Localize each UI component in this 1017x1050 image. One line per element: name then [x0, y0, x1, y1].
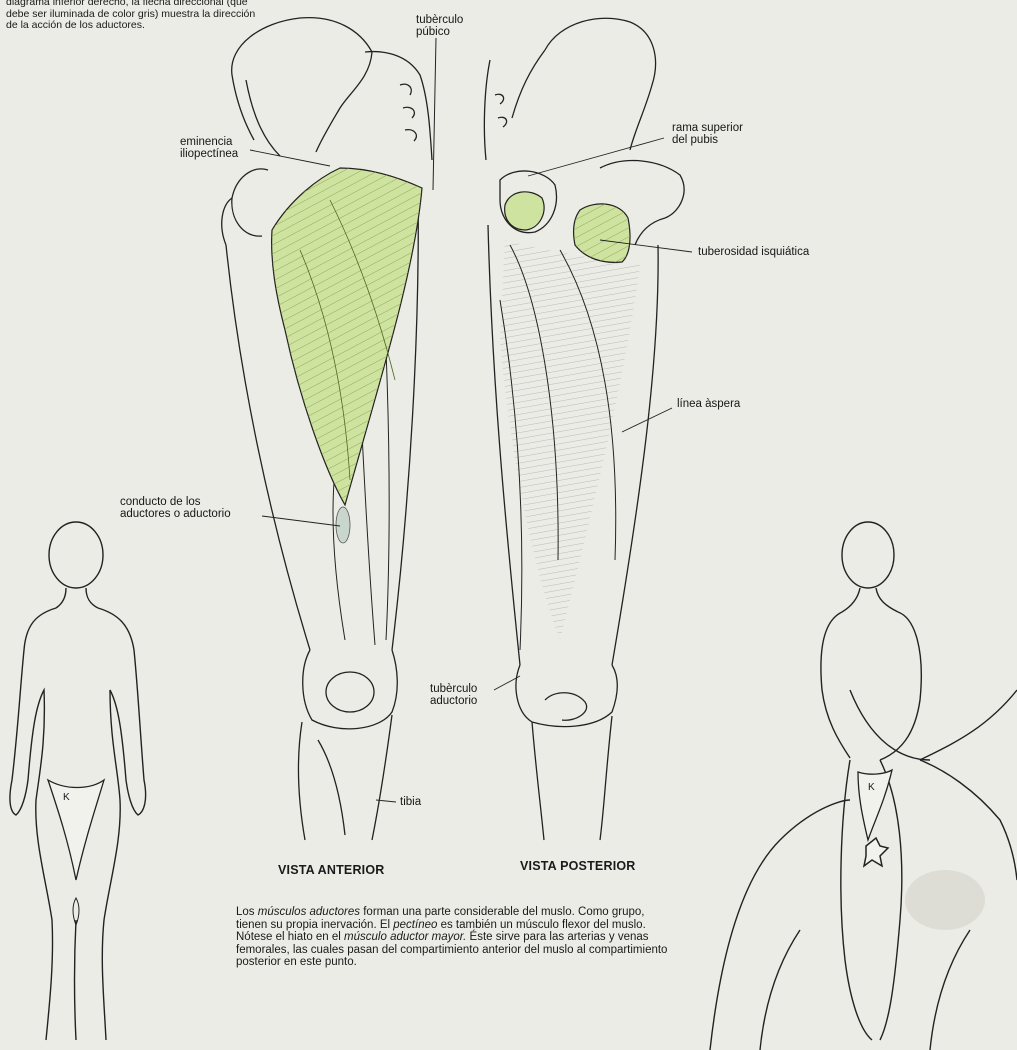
label-line: eminencia [180, 136, 238, 148]
midline [433, 38, 436, 190]
posterior-tibia [532, 722, 544, 840]
label-tuberculo-aductorio: tubèrculo aductorio [430, 683, 477, 707]
label-eminencia-iliopectinea: eminencia iliopectínea [180, 136, 238, 160]
anterior-tibia [298, 722, 305, 840]
label-line: conducto de los [120, 496, 231, 508]
horse-back [710, 690, 1017, 1050]
caption-emphasis: músculo aductor mayor. [344, 931, 466, 943]
label-line: del pubis [672, 134, 743, 146]
adductor-hiatus [336, 507, 350, 543]
label-linea-aspera: línea àspera [677, 398, 740, 410]
right-figure-arm [850, 690, 930, 760]
right-figure-marker: K [868, 782, 875, 794]
caption-emphasis: músculos aductores [258, 906, 360, 918]
anterior-patella [326, 672, 374, 712]
ischial-fibers [574, 204, 630, 262]
left-figure-adductor-triangle [48, 780, 104, 880]
posterior-iliac-wing [545, 18, 656, 150]
right-figure-torso [821, 612, 921, 760]
label-line: aductorio [430, 695, 477, 707]
posterior-muscle-fibers [500, 240, 640, 640]
label-tuberculo-pubico: tubèrculo púbico [416, 14, 463, 38]
posterior-obturator-muscle [505, 192, 544, 230]
label-line: iliopectínea [180, 148, 238, 160]
right-figure-shadow [905, 870, 985, 930]
caption-text: Los [236, 906, 258, 918]
label-line: rama superior [672, 122, 743, 134]
label-tibia: tibia [400, 796, 421, 808]
title-vista-posterior: VISTA POSTERIOR [520, 859, 636, 873]
label-rama-superior-pubis: rama superior del pubis [672, 122, 743, 146]
anterior-sacrum [365, 52, 432, 160]
intro-text: diagrama inferior derecho, la flecha dir… [6, 0, 256, 32]
label-line: tubèrculo [430, 683, 477, 695]
left-figure-marker: K [63, 792, 70, 804]
label-conducto-aductores: conducto de los aductores o aductorio [120, 496, 231, 520]
right-figure-head [842, 522, 894, 588]
label-line: aductores o aductorio [120, 508, 231, 520]
anterior-muscle-fibers [272, 168, 422, 505]
anterior-iliac-wing [232, 18, 372, 152]
anterior-knee [303, 650, 398, 729]
label-line: púbico [416, 26, 463, 38]
caption-emphasis: pectíneo [393, 919, 437, 931]
right-figure-adductor-triangle [858, 770, 892, 840]
posterior-knee [516, 665, 617, 727]
action-arrow-icon [864, 838, 888, 866]
left-figure-outline [10, 522, 146, 1040]
label-tuberosidad-isquiatica: tuberosidad isquiática [698, 246, 809, 258]
title-vista-anterior: VISTA ANTERIOR [278, 863, 385, 877]
posterior-sacrum [484, 60, 490, 160]
anterior-femur-head [232, 169, 268, 236]
left-figure-head [49, 522, 103, 588]
label-line: tubèrculo [416, 14, 463, 26]
figure-caption: Los músculos aductores forman una parte … [236, 906, 676, 969]
